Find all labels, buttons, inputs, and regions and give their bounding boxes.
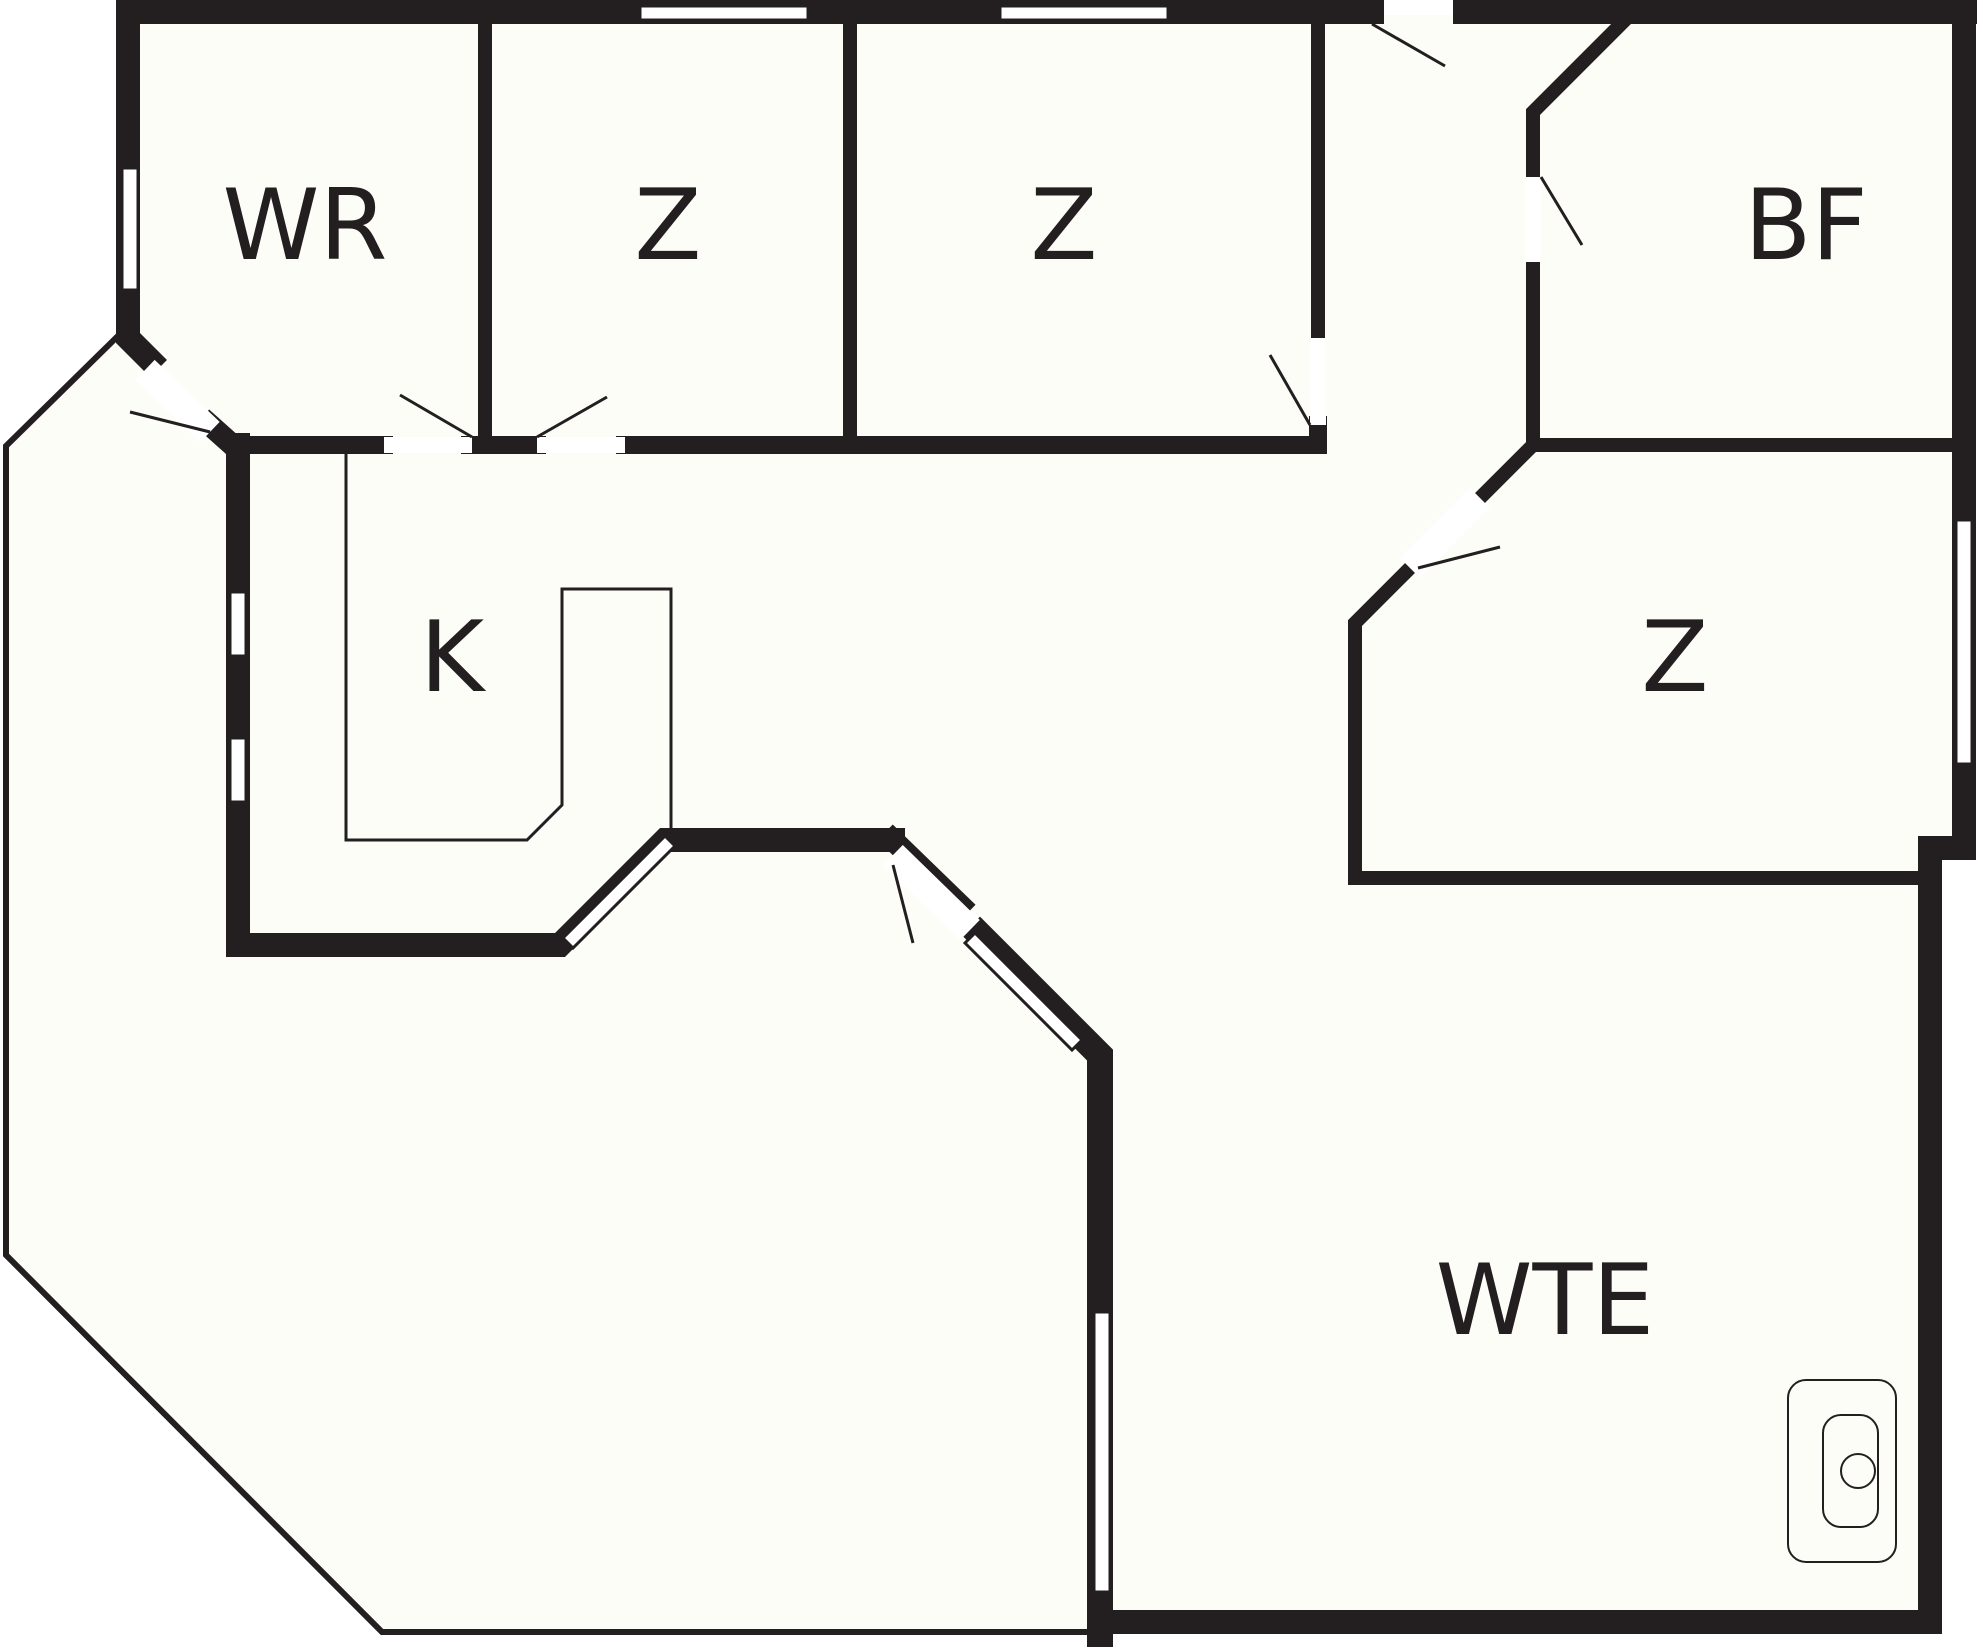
room-label-wr: WR bbox=[223, 169, 388, 283]
windows bbox=[120, 4, 1974, 1594]
room-label-bf: BF bbox=[1744, 169, 1868, 283]
kitchen-counter bbox=[344, 453, 673, 842]
room-label-z-1: Z bbox=[634, 169, 701, 283]
terrace-outline bbox=[2, 329, 1090, 1635]
doors bbox=[129, 22, 1584, 944]
room-label-wte: WTE bbox=[1436, 1244, 1655, 1358]
floor-area bbox=[6, 15, 1960, 1632]
room-label-z-3: Z bbox=[1641, 601, 1708, 715]
room-label-z-2: Z bbox=[1030, 169, 1097, 283]
walls bbox=[116, 0, 1977, 1647]
toilet-fixture bbox=[1787, 1379, 1897, 1563]
room-label-k: K bbox=[420, 601, 487, 715]
